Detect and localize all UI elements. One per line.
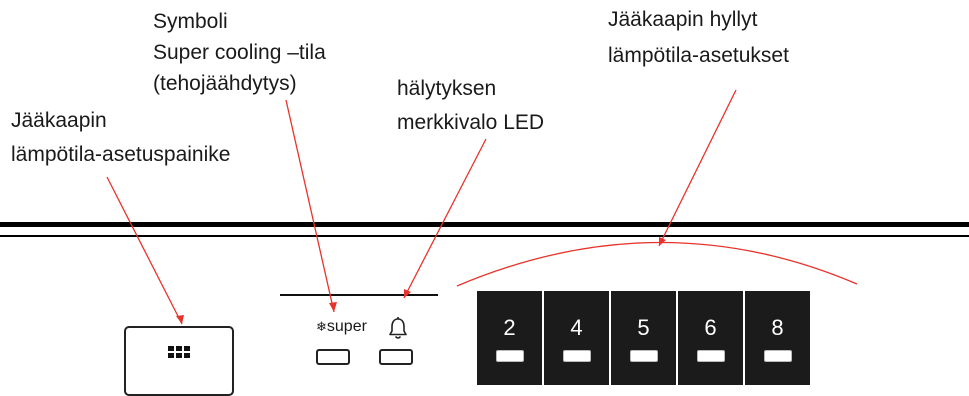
label-symbol-line2: Super cooling –tila [153,41,326,64]
bell-icon [389,317,407,339]
super-cooling-led [316,349,350,365]
shelf-led [630,350,658,362]
label-shelves-line2: lämpötila-asetukset [608,44,789,67]
label-shelves-line1: Jääkaapin hyllyt [608,8,758,31]
shelf-setting-5[interactable]: 5 [611,291,676,385]
shelf-led [496,350,524,362]
alarm-led [379,349,413,365]
super-cooling-symbol: ❄super [316,318,367,336]
keypad-grid-icon [168,346,190,359]
label-alarm-line2: merkkivalo LED [397,111,545,134]
shelf-led [563,350,591,362]
shelf-setting-2[interactable]: 2 [477,291,542,385]
label-symbol-line1: Symboli [153,10,228,33]
callout-lines [106,89,858,325]
shelf-led [697,350,725,362]
callout-line-shelves [658,89,737,247]
callout-line-button [106,176,183,325]
shelf-value: 4 [570,315,583,340]
shelf-setting-4[interactable]: 4 [544,291,609,385]
shelf-value: 8 [771,315,784,340]
label-symbol-line3: (tehojäähdytys) [153,72,297,95]
callout-line-alarm [403,138,487,299]
panel-top-edge-thick [0,222,969,227]
arrowhead-shelves [659,237,666,246]
panel-top-edge-thin [0,235,969,237]
super-label: super [326,318,367,335]
arrowhead-button [176,315,184,324]
shelf-setting-6[interactable]: 6 [678,291,743,385]
snowflake-icon: ❄ [316,319,327,334]
arrowhead-alarm [404,289,411,298]
shelf-led [764,350,792,362]
indicator-divider [280,294,438,296]
label-button-line1: Jääkaapin [11,109,107,132]
fridge-temp-button[interactable] [124,326,234,396]
callout-line-symbol [285,99,335,313]
shelf-value: 5 [637,315,650,340]
label-button-line2: lämpötila-asetuspainike [11,143,231,166]
arrowhead-symbol [329,302,337,312]
shelves-bracket-arc [456,241,858,287]
shelf-setting-8[interactable]: 8 [745,291,810,385]
label-alarm-line1: hälytyksen [397,77,497,100]
shelf-value: 2 [503,315,516,340]
shelf-value: 6 [704,315,717,340]
